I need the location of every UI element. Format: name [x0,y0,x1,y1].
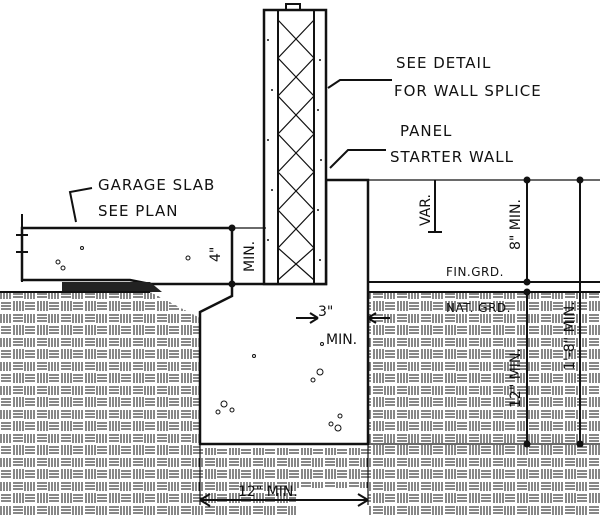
dim-var: VAR. [418,194,434,226]
gravel-bed [62,282,162,292]
dim-footing-width: 12" MIN. [238,484,298,500]
dim-eight-min: 8" MIN. [508,199,524,250]
label-fin-grd: FIN.GRD. [446,265,504,279]
label-wall-splice: FOR WALL SPLICE [394,82,542,100]
dim-three-min: MIN. [326,332,357,348]
soil-under-footing [200,448,368,488]
label-nat-grd: NAT. GRD. [446,301,511,315]
label-see-plan: SEE PLAN [98,202,178,220]
garage-slab [20,226,234,286]
label-garage-slab: GARAGE SLAB [98,176,215,194]
leader-wall-splice [327,79,392,89]
leader-garage-slab [68,187,93,223]
slab-break-mark [16,214,28,282]
panel-stipple [267,39,322,261]
label-panel: PANEL [400,122,452,140]
dim-slab-min: MIN. [242,241,258,272]
aggregate-specks [215,342,343,432]
dim-total-depth: 1'-8" MIN. [562,301,578,370]
panel-top-tab [285,3,301,10]
panel-wall [262,8,328,286]
slab-specks [55,246,191,271]
soil-right [368,292,600,515]
leader-starter-wall [329,149,386,169]
dim-twelve-depth: 12" MIN. [508,348,524,408]
label-starter-wall: STARTER WALL [390,148,514,166]
dim-slab-thickness: 4" [208,247,224,262]
label-see-detail: SEE DETAIL [396,54,491,72]
dim-three: 3" [318,304,333,320]
